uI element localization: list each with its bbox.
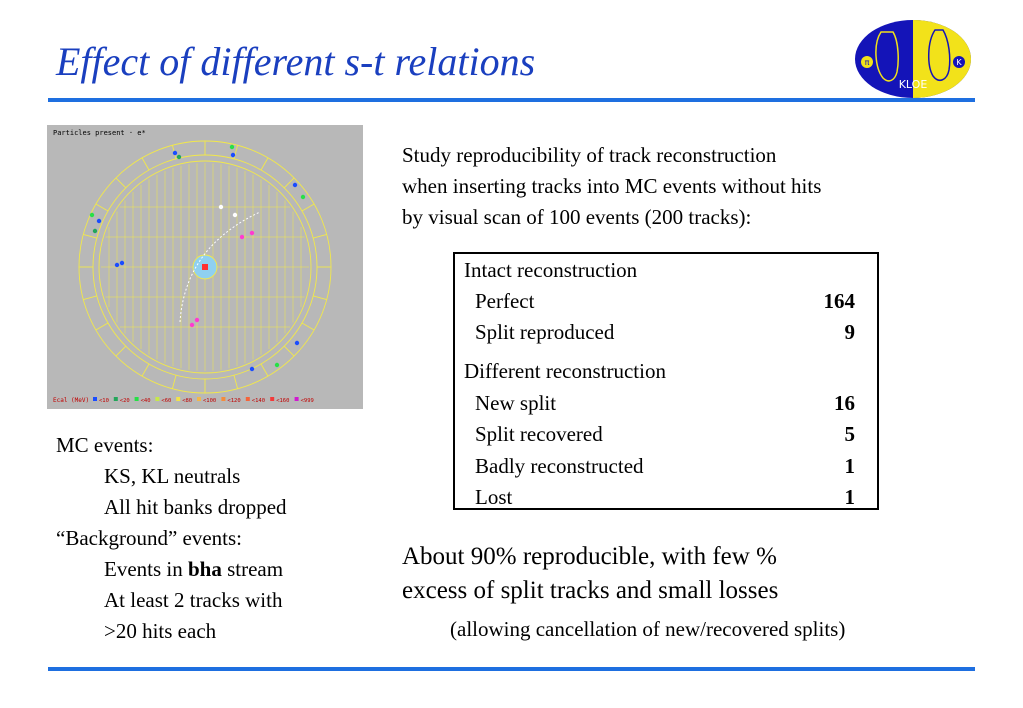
calorimeter-module-edge — [283, 177, 295, 189]
background-line: >20 hits each — [104, 619, 217, 643]
mc-line: All hit banks dropped — [104, 495, 287, 519]
calorimeter-module-edge — [260, 363, 269, 377]
legend-item-label: <999 — [301, 398, 314, 404]
legend-swatch — [93, 397, 97, 401]
svg-text:π: π — [865, 58, 870, 67]
legend-swatch — [270, 397, 275, 401]
calorimeter-module-edge — [260, 157, 269, 171]
table-row: Badly reconstructed 1 — [475, 454, 855, 478]
hit-marker — [274, 362, 280, 368]
calorimeter-module-edge — [95, 203, 109, 212]
legend-item-label: <60 — [161, 398, 171, 404]
hit-marker — [119, 260, 125, 266]
hit-marker — [292, 182, 298, 188]
hit-marker — [189, 322, 195, 328]
calorimeter-module-edge — [301, 203, 315, 212]
hit-marker — [176, 154, 182, 160]
legend-item-label: <120 — [227, 398, 240, 404]
legend-swatch — [134, 397, 139, 401]
mc-heading: MC events: — [56, 433, 154, 457]
legend-item-label: <20 — [120, 398, 130, 404]
hit-marker — [92, 228, 98, 234]
conclusion-note: (allowing cancellation of new/recovered … — [450, 617, 846, 641]
legend-item-label: <80 — [182, 398, 192, 404]
calorimeter-module-edge — [115, 345, 127, 357]
hit-marker — [229, 144, 235, 150]
svg-text:K: K — [956, 58, 962, 67]
slide-title: Effect of different s-t relations — [56, 39, 536, 84]
hit-marker — [218, 204, 224, 210]
hit-marker — [294, 340, 300, 346]
background-line: Events in bha stream — [104, 557, 284, 581]
legend-item-label: <40 — [141, 398, 151, 404]
hit-marker — [89, 212, 95, 218]
calorimeter-module-edge — [313, 295, 327, 301]
calorimeter-module-edge — [301, 322, 315, 331]
table-row: Split recovered 5 — [475, 422, 855, 446]
table-row: Lost 1 — [475, 485, 855, 509]
table-row: Perfect 164 — [475, 289, 855, 313]
calorimeter-module-edge — [233, 145, 239, 159]
calorimeter-module-edge — [83, 233, 97, 239]
calorimeter-module-edge — [141, 157, 150, 171]
background-line: At least 2 tracks with — [104, 588, 283, 612]
title-divider — [48, 98, 975, 102]
footer-divider — [48, 667, 975, 671]
legend-swatch — [176, 397, 181, 401]
calorimeter-module-edge — [115, 177, 127, 189]
hit-marker — [232, 212, 238, 218]
calorimeter-module-edge — [171, 375, 177, 389]
stream-name: bha — [188, 557, 222, 581]
legend-swatch — [294, 397, 299, 401]
hit-marker — [96, 218, 102, 224]
logo-text: KLOE — [899, 78, 928, 91]
drift-chamber-outline — [98, 160, 312, 374]
mc-line: KS, KL neutrals — [104, 464, 241, 488]
legend-swatch — [197, 397, 201, 401]
hit-marker — [230, 152, 236, 158]
hit-marker — [194, 317, 200, 323]
legend-item-label: <140 — [252, 398, 265, 404]
table-row: Split reproduced 9 — [475, 320, 855, 344]
legend-item-label: <100 — [203, 398, 216, 404]
event-display-image: Particles present · e* Ecal (MeV) <10 <20… — [47, 125, 363, 409]
hit-marker — [172, 150, 178, 156]
hit-marker — [300, 194, 306, 200]
background-heading: “Background” events: — [56, 526, 243, 550]
table-section-header: Intact reconstruction — [464, 258, 638, 282]
table-section-header: Different reconstruction — [464, 359, 666, 383]
legend-item-label: <10 — [99, 398, 109, 404]
legend-swatch — [245, 397, 250, 401]
calorimeter-module-edge — [95, 322, 109, 331]
results-table: Intact reconstruction Perfect 164 Split … — [453, 252, 879, 510]
calorimeter-module-edge — [283, 345, 295, 357]
table-row: New split 16 — [475, 391, 855, 415]
conclusion-text: About 90% reproducible, with few % exces… — [402, 543, 779, 604]
calorimeter-module-edge — [141, 363, 150, 377]
legend-swatch — [155, 397, 160, 401]
calorimeter-module-edge — [313, 233, 327, 239]
calorimeter-module-edge — [83, 295, 97, 301]
hit-marker — [114, 262, 120, 268]
track-trace — [179, 211, 261, 323]
intro-text: Study reproducibility of track reconstru… — [402, 143, 822, 229]
legend-item-label: <160 — [276, 398, 289, 404]
kloe-logo: π K KLOE — [855, 20, 971, 98]
hit-marker — [249, 366, 255, 372]
mc-notes: MC events: KS, KL neutrals All hit banks… — [56, 430, 356, 647]
hit-marker — [249, 230, 255, 236]
calorimeter-module-edge — [233, 375, 239, 389]
legend-swatch — [221, 397, 226, 401]
interaction-point — [202, 264, 208, 270]
hit-marker — [239, 234, 245, 240]
legend-label: Ecal (MeV) — [53, 397, 89, 404]
legend-swatch — [113, 397, 118, 401]
event-display-caption: Particles present · e* — [53, 129, 146, 137]
